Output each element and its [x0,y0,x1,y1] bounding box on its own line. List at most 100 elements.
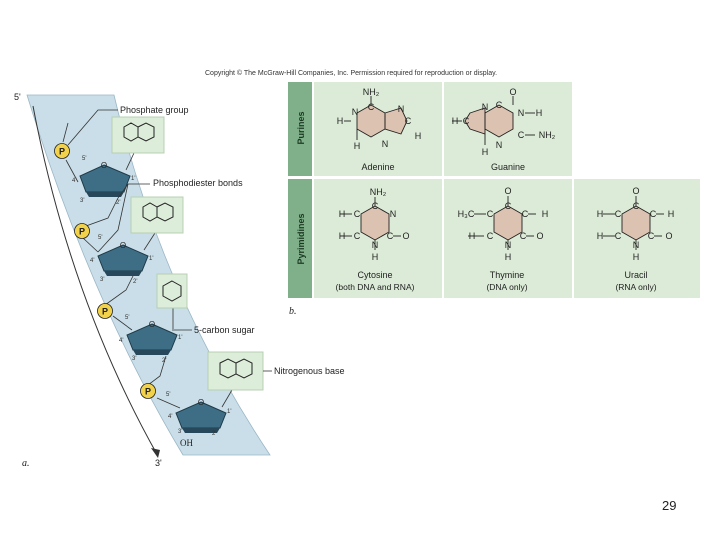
carbon-label: 4' [168,414,172,420]
atom-label: H [339,209,346,219]
phosphate-label: P [102,307,108,317]
atom-label: H₃C [458,209,475,219]
carbon-label: 3' [100,277,104,283]
purines-label: Purines [296,111,306,144]
nitrogenous-base-1 [111,116,165,154]
atom-label: C [520,231,527,241]
cytosine-structure: NH₂ C H C N H C C O N H [339,187,410,262]
carbon-label: 5' [166,392,170,398]
atom-label: C [354,231,361,241]
atom-label: C [518,130,525,140]
carbon-label: 2' [212,431,216,437]
atom-label: N [398,104,405,114]
adenine-structure: NH₂ N C N C H N H H [337,87,422,151]
sugar-oxygen-label: O [101,161,107,170]
sugar-4: O 5' 4' 1' 3' 2' OH [166,392,231,448]
strand-direction-arrow [32,105,159,457]
panel-b-letter: b. [289,306,297,317]
pyrimidines-row-header [288,179,312,298]
atom-label: C [487,209,494,219]
adenine-name: Adenine [361,162,394,172]
atom-label: O [504,186,511,196]
carbon-label: 1' [227,409,231,415]
atom-label: C [505,201,512,211]
terminal-hydroxyl-label: OH [180,438,193,448]
callout-phosphodiester-bonds: Phosphodiester bonds [97,178,243,253]
guanine-name: Guanine [491,162,525,172]
atom-label: N [352,107,359,117]
atom-label: NH₂ [539,130,556,140]
atom-label: N [482,102,489,112]
phosphate-group-label: Phosphate group [120,105,189,115]
atom-label: H [339,231,346,241]
carbon-label: 4' [119,338,123,344]
atom-label: H [633,252,640,262]
carbon-label: 2' [116,200,120,206]
thymine-note: (DNA only) [486,282,527,292]
empty-purine-cell [574,82,700,176]
atom-label: N [518,108,525,118]
phosphate-group-3: P [97,303,113,319]
carbon-label: 5' [82,156,86,162]
atom-label: H [542,209,549,219]
atom-label: N [505,240,512,250]
sugar-2: O 5' 4' 1' 3' 2' [90,235,153,285]
atom-label: N [372,240,379,250]
uracil-name: Uracil [624,270,647,280]
atom-label: O [509,87,516,97]
atom-label: C [487,231,494,241]
atom-label: C [405,116,412,126]
panel-b: Purines Pyrimidines b. NH₂ N C N C [288,82,700,317]
atom-label: C [368,102,375,112]
carbon-label: 1' [178,335,182,341]
purines-row-header [288,82,312,176]
carbon-label: 4' [72,178,76,184]
panel-a-letter: a. [22,458,30,469]
carbon-label: 5' [125,315,129,321]
atom-label: O [632,186,639,196]
atom-label: N [496,140,503,150]
phosphate-label: P [145,387,151,397]
phosphodiester-bonds-label: Phosphodiester bonds [153,178,243,188]
phosphate-group-1: P [54,143,70,159]
five-prime-end-label: 5' [14,92,21,102]
atom-label: H [597,231,604,241]
phosphate-group-2: P [74,223,90,239]
atom-label: C [496,100,503,110]
carbon-label: 3' [132,356,136,362]
cytosine-note: (both DNA and RNA) [336,282,415,292]
copyright-notice: Copyright © The McGraw-Hill Companies, I… [205,70,498,77]
atom-label: C [387,231,394,241]
thymine-structure: O C H₃C C C N H H C C O N H [458,186,549,262]
atom-label: C [650,209,657,219]
atom-label: O [536,231,543,241]
atom-label: C [648,231,655,241]
atom-label: C [615,209,622,219]
atom-label: O [665,231,672,241]
phosphate-label: P [59,147,65,157]
phosphate-group-4: P [140,383,156,399]
glycosidic-bonds [125,152,233,408]
sugar-1: O 5' 4' 1' 3' 2' [72,156,135,206]
callout-phosphate-group: Phosphate group [67,105,189,146]
atom-label: H [597,209,604,219]
atom-label: O [402,231,409,241]
sugar-3: O 5' 4' 1' 3' 2' [119,315,182,364]
atom-label: H [452,116,459,126]
thymine-name: Thymine [490,270,525,280]
carbon-label: 2' [162,358,166,364]
atom-label: N [633,240,640,250]
nitrogenous-base-4 [207,351,264,391]
sugar-oxygen-label: O [198,398,204,407]
callout-nitrogenous-base: Nitrogenous base [263,366,345,376]
atom-label: H [354,141,361,151]
atom-label: H [536,108,543,118]
slide-page-number: 29 [662,498,677,513]
carbon-label: 1' [131,176,135,182]
sugar-oxygen-label: O [120,241,126,250]
atom-label: H [337,116,344,126]
atom-label: NH₂ [363,87,380,97]
atom-label: H [505,252,512,262]
atom-label: H [415,131,422,141]
